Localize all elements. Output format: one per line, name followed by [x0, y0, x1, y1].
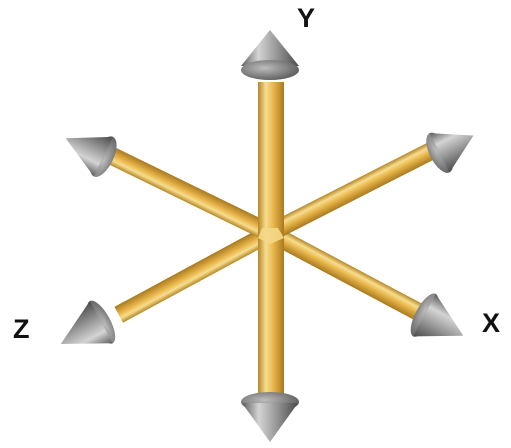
z-axis-negative-rod	[266, 136, 448, 241]
y-axis-label: Y	[297, 5, 315, 32]
z-negative-cone-arrowhead-icon	[421, 116, 484, 177]
x-axis-label: X	[482, 310, 500, 337]
x-axis-negative-rod	[100, 144, 274, 241]
y-positive-cone-arrowhead-icon	[241, 30, 299, 80]
z-positive-cone-arrowhead-icon	[49, 297, 120, 365]
y-axis-rod	[258, 82, 284, 410]
y-negative-cone-arrowhead-icon	[241, 392, 299, 442]
z-axis-rod	[114, 225, 274, 323]
x-axis-rod	[266, 225, 426, 322]
x-negative-cone-arrowhead-icon	[56, 118, 122, 180]
z-axis-label: Z	[13, 316, 30, 343]
x-positive-cone-arrowhead-icon	[405, 290, 474, 357]
